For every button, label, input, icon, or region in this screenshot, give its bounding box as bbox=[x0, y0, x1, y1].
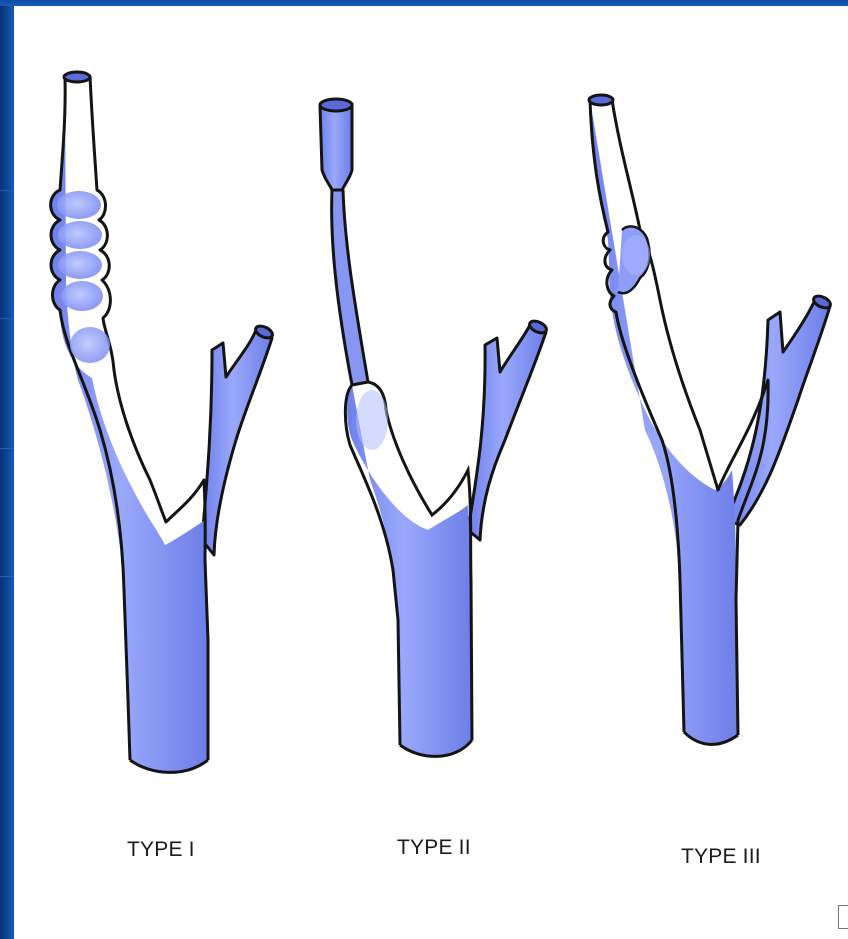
vessel-type-3 bbox=[589, 95, 832, 744]
vessel-opening bbox=[64, 72, 90, 82]
external-branch bbox=[468, 325, 546, 540]
external-branch bbox=[726, 300, 830, 525]
vessel-opening bbox=[589, 95, 613, 105]
internal-carotid bbox=[590, 100, 738, 744]
label-type-2: TYPE II bbox=[397, 836, 471, 860]
label-type-3: TYPE III bbox=[681, 845, 761, 869]
slide-corner-mark bbox=[838, 905, 848, 929]
vessel-type-1 bbox=[51, 72, 275, 773]
vessel-type-2 bbox=[320, 99, 548, 756]
external-branch bbox=[202, 330, 272, 555]
internal-carotid bbox=[51, 78, 208, 773]
vessel-opening bbox=[320, 99, 352, 111]
label-type-1: TYPE I bbox=[127, 838, 195, 862]
